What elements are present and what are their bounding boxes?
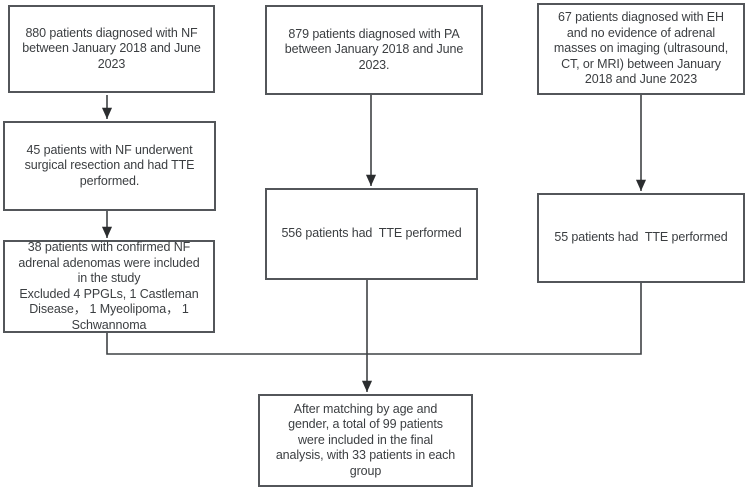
box-nf-diagnosed: 880 patients diagnosed with NF between J…: [8, 5, 215, 93]
merge-line: [106, 283, 642, 355]
box-pa-tte-text: 556 patients had TTE performed: [281, 226, 462, 241]
box-nf-diagnosed-text: 880 patients diagnosed with NF between J…: [22, 25, 201, 71]
box-nf-confirmed-text: 38 patients with confirmed NF adrenal ad…: [18, 240, 200, 332]
box-eh-tte: 55 patients had TTE performed: [537, 193, 745, 283]
box-pa-diagnosed-text: 879 patients diagnosed with PA between J…: [284, 26, 464, 72]
box-eh-diagnosed-text: 67 patients diagnosed with EH and no evi…: [553, 10, 729, 87]
box-nf-surgical: 45 patients with NF underwent surgical r…: [3, 121, 216, 211]
box-pa-tte: 556 patients had TTE performed: [265, 188, 478, 280]
box-final-matching-text: After matching by age and gender, a tota…: [275, 401, 456, 478]
box-final-matching: After matching by age and gender, a tota…: [258, 394, 473, 487]
box-nf-surgical-text: 45 patients with NF underwent surgical r…: [24, 142, 195, 188]
box-eh-diagnosed: 67 patients diagnosed with EH and no evi…: [537, 3, 745, 95]
box-pa-diagnosed: 879 patients diagnosed with PA between J…: [265, 5, 483, 95]
box-nf-confirmed: 38 patients with confirmed NF adrenal ad…: [3, 240, 215, 333]
box-eh-tte-text: 55 patients had TTE performed: [554, 230, 728, 245]
